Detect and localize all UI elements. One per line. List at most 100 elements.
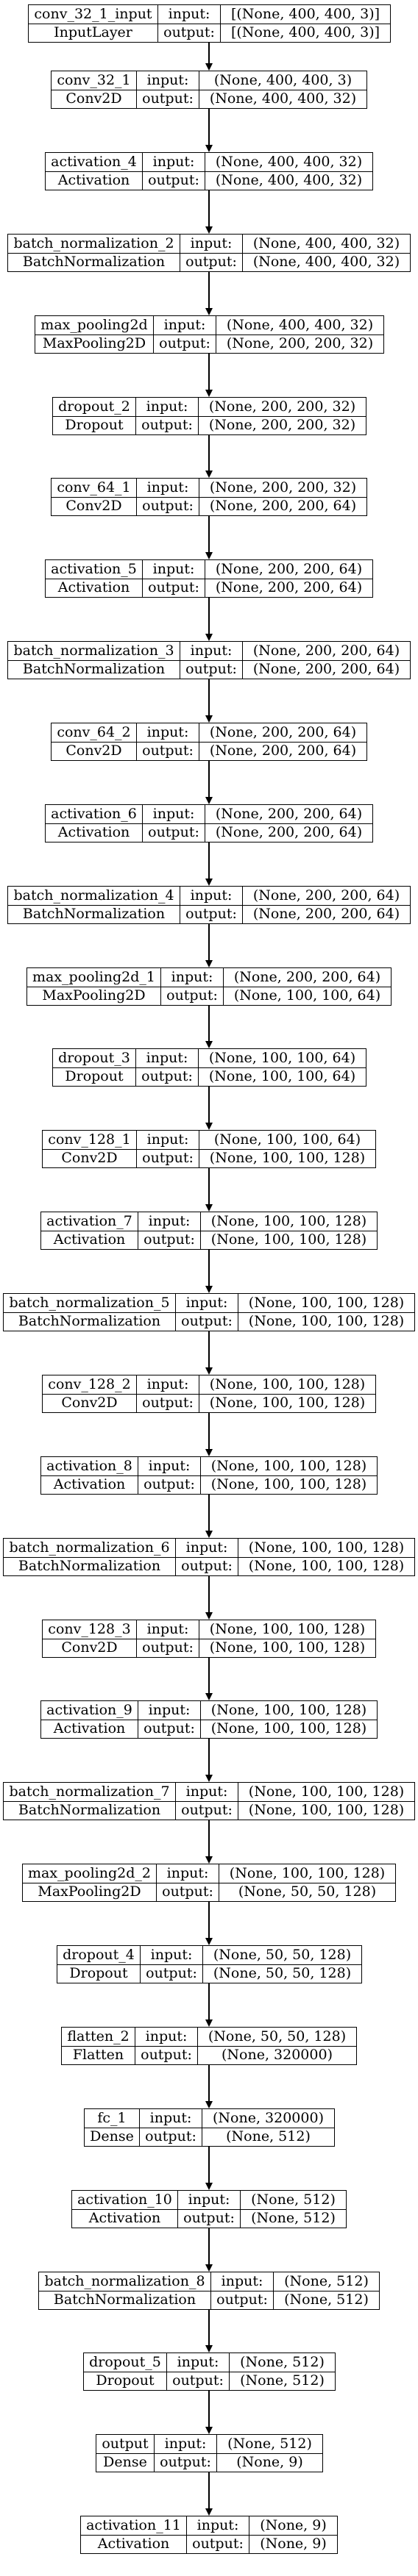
arrow-head-icon xyxy=(205,145,213,152)
input-shape: (None, 512) xyxy=(284,2272,369,2289)
output-shape: (None, 100, 100, 128) xyxy=(209,1150,366,1167)
output-label: output: xyxy=(135,2046,198,2064)
arrow-head-icon xyxy=(205,2427,213,2434)
arrow-head-icon xyxy=(205,390,213,397)
output-label: output: xyxy=(137,742,199,760)
input-shape: (None, 100, 100, 128) xyxy=(210,1212,367,1229)
layer-type: Activation xyxy=(46,823,143,842)
arrow-head-icon xyxy=(205,1286,213,1293)
input-label: input: xyxy=(135,2028,198,2046)
input-shape: (None, 100, 100, 128) xyxy=(248,1539,405,1556)
output-shape: (None, 512) xyxy=(284,2291,369,2308)
output-shape: (None, 200, 200, 64) xyxy=(215,579,363,596)
layer-name: activation_10 xyxy=(72,2191,178,2209)
arrow-head-icon xyxy=(205,1531,213,1538)
layer-name: batch_normalization_8 xyxy=(39,2272,211,2291)
input-shape: (None, 512) xyxy=(227,2435,312,2452)
layer-name: activation_6 xyxy=(46,805,143,823)
input-shape: (None, 50, 50, 128) xyxy=(208,2028,347,2044)
output-label: output: xyxy=(140,2128,202,2146)
layer-name: batch_normalization_5 xyxy=(4,1294,176,1312)
layer-type: Activation xyxy=(41,1231,138,1249)
input-label: input: xyxy=(143,153,205,171)
arrow-head-icon xyxy=(205,63,213,71)
output-shape: (None, 100, 100, 128) xyxy=(248,1802,405,1819)
output-shape: (None, 200, 200, 32) xyxy=(226,335,374,352)
input-label: input: xyxy=(137,1131,199,1149)
layer-type: Conv2D xyxy=(52,742,137,760)
output-label: output: xyxy=(137,90,199,108)
output-shape: (None, 100, 100, 64) xyxy=(233,987,381,1004)
input-label: input: xyxy=(138,1457,201,1475)
arrow-head-icon xyxy=(205,2183,213,2190)
output-label: output: xyxy=(136,1067,199,1086)
layer-name: dropout_2 xyxy=(53,398,136,416)
input-label: input: xyxy=(137,1375,199,1394)
arrow-head-icon xyxy=(205,879,213,886)
layer-type: Dropout xyxy=(84,2372,167,2390)
input-label: input: xyxy=(137,479,199,497)
layer-name: fc_1 xyxy=(85,2109,140,2128)
output-label: output: xyxy=(141,1964,203,1983)
input-shape: (None, 320000) xyxy=(213,2109,324,2126)
arrow-head-icon xyxy=(205,1123,213,1130)
input-label: input: xyxy=(140,2109,202,2128)
output-shape: (None, 400, 400, 32) xyxy=(252,254,400,271)
output-shape: (None, 512) xyxy=(226,2128,311,2145)
input-shape: (None, 400, 400, 32) xyxy=(215,153,363,170)
output-shape: (None, 400, 400, 32) xyxy=(209,90,357,107)
layer-name: batch_normalization_6 xyxy=(4,1539,176,1557)
layer-type: Activation xyxy=(46,171,143,190)
output-label: output: xyxy=(211,2291,274,2309)
output-shape: (None, 50, 50, 128) xyxy=(213,1965,352,1982)
arrow-head-icon xyxy=(205,2019,213,2027)
arrow-head-icon xyxy=(205,226,213,234)
output-shape: (None, 50, 50, 128) xyxy=(238,1883,377,1900)
layer-type: Dropout xyxy=(53,1067,136,1086)
layer-name: dropout_3 xyxy=(53,1049,136,1067)
input-label: input: xyxy=(176,1539,238,1557)
output-shape: (None, 200, 200, 64) xyxy=(215,824,363,841)
output-shape: (None, 100, 100, 128) xyxy=(210,1720,367,1737)
output-label: output: xyxy=(176,1312,238,1331)
output-label: output: xyxy=(138,1475,201,1494)
layer-type: Dropout xyxy=(57,1964,141,1983)
input-shape: (None, 100, 100, 64) xyxy=(213,1131,361,1148)
layer-type: Activation xyxy=(41,1720,138,1738)
layer-name: conv_128_3 xyxy=(43,1620,137,1639)
